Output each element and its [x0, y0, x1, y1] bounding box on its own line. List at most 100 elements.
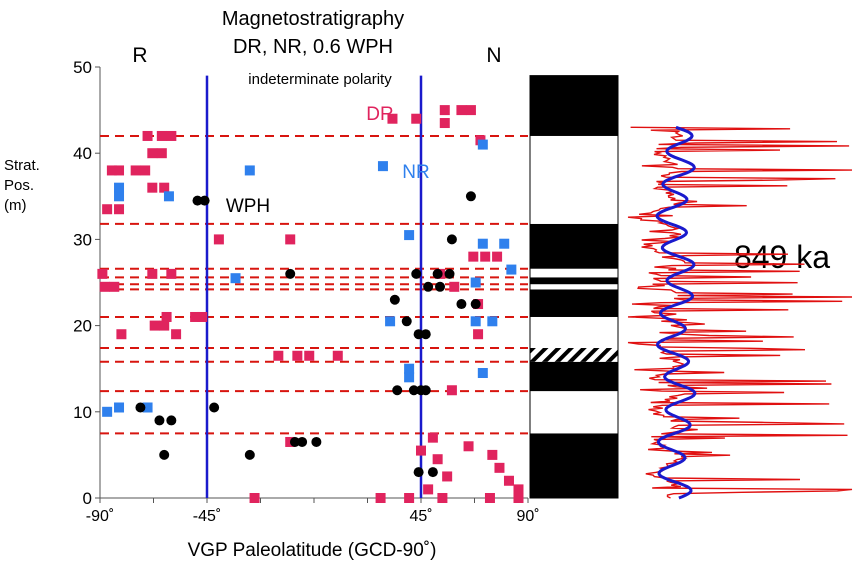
point-nr — [385, 316, 396, 327]
point-dr — [130, 165, 141, 176]
point-dr — [114, 204, 125, 215]
point-dr — [387, 113, 398, 124]
point-dr — [492, 251, 503, 262]
point-dr — [166, 268, 177, 279]
chart-title: Magnetostratigraphy — [222, 8, 404, 30]
red-signal-curve — [627, 126, 853, 499]
point-wph — [470, 299, 481, 310]
point-dr — [456, 105, 467, 116]
x-tick-label: 90˚ — [516, 508, 539, 525]
point-nr — [114, 182, 125, 193]
point-dr — [449, 281, 460, 292]
point-wph — [311, 436, 322, 447]
point-dr — [439, 118, 450, 129]
point-wph — [427, 467, 438, 478]
polarity-block — [530, 223, 618, 269]
point-dr — [494, 462, 505, 473]
point-dr — [442, 471, 453, 482]
point-dr — [102, 204, 113, 215]
point-nr — [404, 363, 415, 374]
point-wph — [420, 329, 431, 340]
point-dr — [439, 105, 450, 116]
point-nr — [477, 238, 488, 249]
point-dr — [304, 350, 315, 361]
point-nr — [102, 406, 113, 417]
point-dr — [503, 475, 514, 486]
point-dr — [487, 449, 498, 460]
point-wph — [435, 281, 446, 292]
point-dr — [513, 484, 524, 495]
point-dr — [375, 493, 386, 503]
point-wph — [411, 268, 422, 279]
point-dr — [484, 493, 495, 503]
point-dr — [432, 454, 443, 465]
point-nr — [114, 191, 125, 202]
point-nr — [142, 402, 153, 413]
point-dr — [114, 165, 125, 176]
polarity-boundary-lines — [205, 75, 423, 498]
point-dr — [140, 165, 151, 176]
point-dr — [147, 182, 158, 193]
point-dr — [285, 234, 296, 245]
point-dr — [159, 320, 170, 331]
point-dr — [480, 251, 491, 262]
point-dr — [149, 320, 160, 331]
point-nr — [506, 264, 517, 275]
y-tick-label: 20 — [73, 317, 92, 336]
point-wph — [456, 299, 467, 310]
point-dr — [213, 234, 224, 245]
point-dr — [292, 350, 303, 361]
polarity-block — [530, 289, 618, 317]
point-wph — [199, 195, 210, 206]
point-wph — [401, 316, 412, 327]
polarity-block — [530, 284, 618, 290]
point-dr — [273, 350, 284, 361]
point-nr — [114, 402, 125, 413]
y-axis-label-line-2: Pos. — [4, 177, 34, 194]
point-dr — [159, 182, 170, 193]
point-dr — [197, 311, 208, 322]
polarity-block — [530, 75, 618, 136]
point-wph — [444, 268, 455, 279]
y-tick-label: 50 — [73, 58, 92, 77]
point-nr — [499, 238, 510, 249]
point-dr — [109, 281, 120, 292]
point-dr — [161, 311, 172, 322]
point-wph — [392, 385, 403, 396]
point-wph — [413, 329, 424, 340]
point-wph — [192, 195, 203, 206]
polarity-block — [530, 348, 618, 362]
point-nr — [404, 372, 415, 383]
point-wph — [446, 234, 457, 245]
y-tick-label: 40 — [73, 144, 92, 163]
point-wph — [209, 402, 220, 413]
point-wph — [135, 402, 146, 413]
polarity-block — [530, 268, 618, 278]
polarity-block — [530, 316, 618, 349]
point-wph — [244, 449, 255, 460]
y-tick-label: 0 — [83, 489, 92, 508]
point-dr — [416, 445, 426, 456]
point-wph — [297, 436, 308, 447]
series-label-dr: DR — [366, 104, 393, 125]
point-dr — [99, 281, 110, 292]
point-dr — [463, 441, 474, 452]
polarity-block — [530, 135, 618, 224]
data-points — [97, 105, 524, 503]
x-tick-label: -90˚ — [86, 508, 114, 525]
x-tick-label: 45˚ — [409, 508, 432, 525]
point-dr — [116, 329, 127, 340]
y-tick-label: 10 — [73, 403, 92, 422]
point-nr — [470, 277, 481, 288]
point-nr — [404, 230, 415, 241]
polarity-column — [529, 75, 619, 499]
point-nr — [163, 191, 174, 202]
middle-region-label: indeterminate polarity — [248, 71, 392, 88]
y-axis-label-line-1: Strat. — [4, 157, 40, 174]
point-dr — [147, 268, 158, 279]
polarity-block — [530, 361, 618, 392]
point-dr — [97, 268, 108, 279]
normal-region-label: N — [486, 44, 501, 67]
point-wph — [432, 268, 443, 279]
